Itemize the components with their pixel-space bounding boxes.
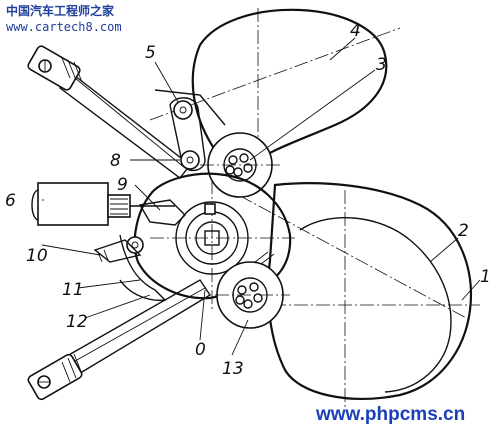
lobe-4 <box>149 8 401 175</box>
watermark-bottom-url: www.phpcms.cn <box>316 404 466 425</box>
lever-link <box>154 89 226 172</box>
leader-lines <box>41 37 481 356</box>
label-3: 3 <box>376 55 387 75</box>
pawl-assembly <box>93 199 186 302</box>
label-4: 4 <box>350 21 361 41</box>
label-2: 2 <box>458 221 469 241</box>
watermark-top: 中国汽车工程师之家 www.cartech8.com <box>6 3 122 35</box>
lobe-2 <box>219 182 480 410</box>
label-5: 5 <box>145 43 156 63</box>
upper-arm <box>27 45 191 179</box>
roller-13 <box>215 251 290 329</box>
label-11: 11 <box>62 280 84 300</box>
label-6: 6 <box>5 191 16 211</box>
label-8: 8 <box>110 151 121 171</box>
label-12: 12 <box>66 312 88 332</box>
label-13: 13 <box>222 359 244 379</box>
watermark-site-name: 中国汽车工程师之家 <box>6 4 115 18</box>
central-plate <box>133 172 295 310</box>
part-labels: 5 4 3 8 9 6 10 11 12 0 13 2 1 <box>5 21 491 379</box>
label-0: 0 <box>195 340 206 360</box>
label-10: 10 <box>26 246 48 266</box>
label-1: 1 <box>480 267 491 287</box>
label-9: 9 <box>117 175 128 195</box>
actuator-6 <box>31 182 175 226</box>
watermark-top-url: www.cartech8.com <box>6 20 122 34</box>
lower-arm <box>27 279 211 401</box>
roller-3 <box>200 132 280 198</box>
